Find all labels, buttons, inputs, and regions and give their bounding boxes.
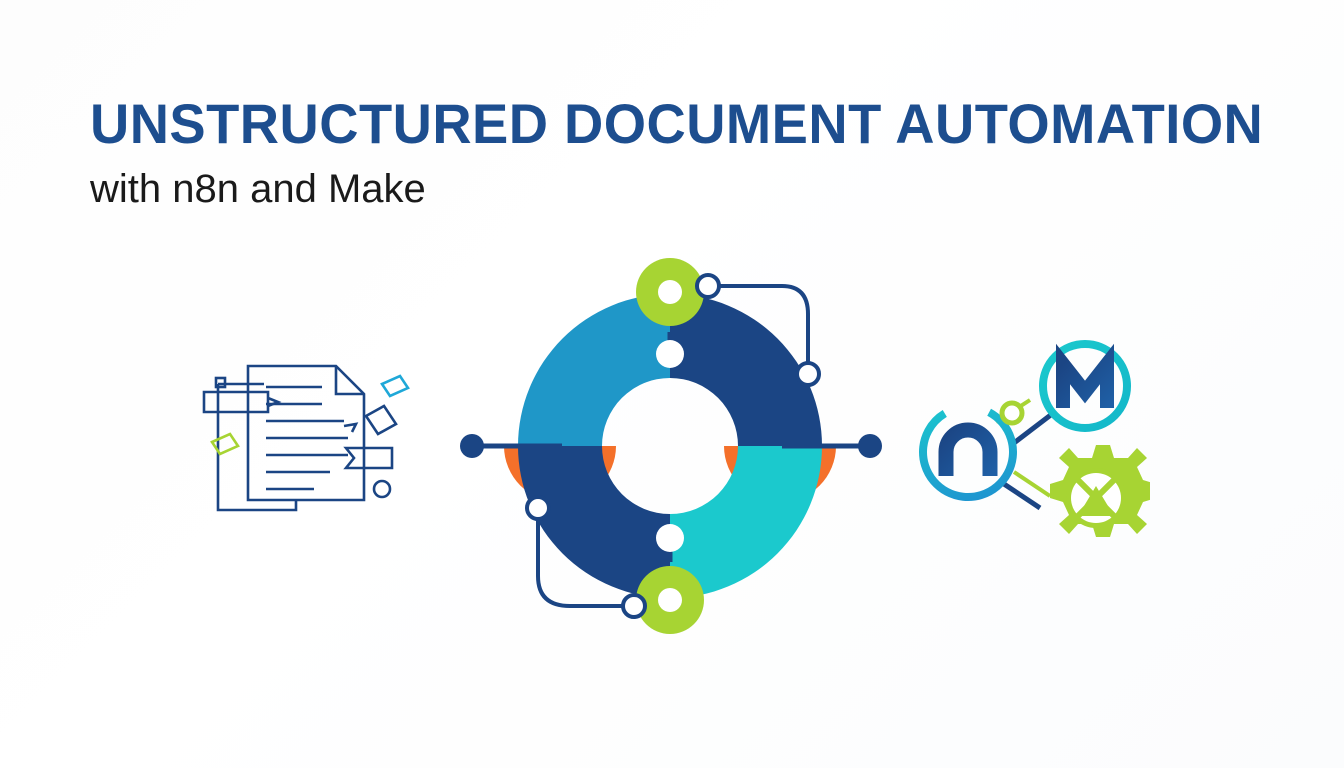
n8n-logo-glyph: [938, 422, 998, 476]
document-diamond-chip: [364, 404, 398, 436]
tools-connector-green-lower: [1012, 470, 1052, 498]
document-accent-square: [214, 376, 227, 389]
wheel-top-white-node: [656, 340, 684, 368]
document-fold-corner: [334, 366, 364, 396]
wheel-connector-node-top-right-end: [795, 361, 821, 387]
document-back-page-edge: [216, 384, 298, 512]
wheel-segment-bottom-right: [670, 446, 822, 598]
gear-icon: [1050, 445, 1150, 537]
wheel-connector-path-top-right: [716, 284, 810, 364]
make-logo-glyph: [1056, 343, 1114, 408]
wheel-bottom-green-ring-hole: [658, 588, 682, 612]
document-tab-arrow: [267, 396, 282, 408]
page-subtitle: with n8n and Make: [90, 167, 426, 211]
document-accent-circle: [372, 479, 392, 499]
document-callout-box: [343, 446, 394, 470]
wheel-left-terminal-dot: [460, 434, 484, 458]
n8n-accent-node: [999, 400, 1025, 426]
wheel-connector-node-bottom-left-start: [525, 495, 551, 521]
wheel-connector-path-bottom-left: [536, 518, 624, 608]
wheel-bottom-white-node: [656, 524, 684, 552]
document-accent-parallelogram-green: [210, 432, 240, 456]
heading-block: UNSTRUCTURED DOCUMENT AUTOMATION with n8…: [90, 92, 1264, 213]
tools-connector-n8n-to-make: [1008, 412, 1054, 448]
automation-process-wheel: [460, 258, 882, 634]
wheel-top-green-ring-hole: [658, 280, 682, 304]
unstructured-document-icon: [202, 364, 410, 512]
document-chip-marker: [343, 422, 359, 433]
document-tab-left: [202, 390, 270, 414]
graphic-row: [0, 236, 1344, 686]
gear-center-mark-c: [1075, 477, 1117, 519]
wheel-segment-top-left: [518, 294, 670, 446]
wheel-right-terminal-dot: [858, 434, 882, 458]
wheel-connector-node-bottom-left-end: [621, 593, 647, 619]
automation-tools-cluster: [919, 340, 1150, 537]
document-accent-parallelogram-blue: [380, 374, 410, 398]
wheel-segment-bottom-left: [518, 446, 670, 598]
wheel-segment-top-right: [670, 294, 822, 446]
tools-connector-n8n-to-gear: [1002, 481, 1042, 511]
make-logo-ring: [1039, 340, 1131, 432]
page-title: UNSTRUCTURED DOCUMENT AUTOMATION: [90, 92, 1264, 155]
n8n-logo-ring: [919, 403, 1017, 501]
wheel-connector-node-top-right-start: [695, 273, 721, 299]
